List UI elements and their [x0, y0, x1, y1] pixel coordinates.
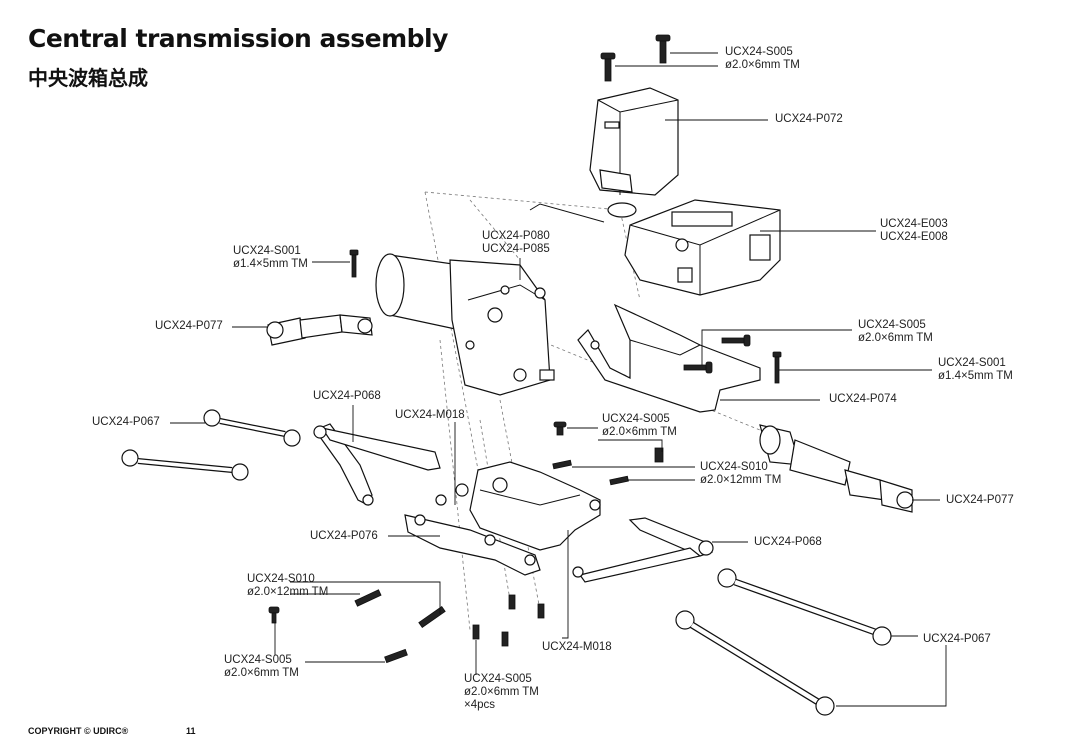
page-title: Central transmission assembly: [28, 24, 448, 53]
links-p067-right: [675, 568, 892, 716]
label-p067-left: UCX24-P067: [92, 416, 160, 428]
screws-bottom-left: [268, 589, 446, 664]
servo-mount-p074: [577, 303, 761, 413]
servo-p072: [529, 87, 679, 223]
label-p076: UCX24-P076: [310, 530, 378, 542]
screw-s001-left: [349, 249, 359, 278]
label-m018-bottom: UCX24-M018: [542, 641, 612, 653]
screw-s005-top: [600, 34, 671, 82]
chassis-p076: [404, 461, 601, 576]
arm-p068-right: [572, 517, 714, 583]
label-p077-right: UCX24-P077: [946, 494, 1014, 506]
page-subtitle: 中央波箱总成: [28, 66, 148, 90]
label-p077-left: UCX24-P077: [155, 320, 223, 332]
esc-e003: [624, 199, 781, 296]
motor-gearbox-p080: [375, 253, 555, 396]
links-p067-left: [121, 409, 301, 481]
arm-p068-top: [313, 423, 441, 506]
label-p074: UCX24-P074: [829, 393, 897, 405]
label-p067-right: UCX24-P067: [923, 633, 991, 645]
label-p072: UCX24-P072: [775, 113, 843, 125]
driveshaft-p077-left: [266, 314, 373, 346]
label-p068-top: UCX24-P068: [313, 390, 381, 402]
driveshaft-p077-right: [759, 424, 914, 513]
screws-s005-s001-right: [683, 334, 782, 384]
screws-bottom-x4: [472, 594, 545, 647]
label-m018-top: UCX24-M018: [395, 409, 465, 421]
page-number: 11: [186, 726, 196, 736]
leader-lines: [170, 52, 947, 707]
screws-s005-s010-center: [552, 421, 664, 486]
label-p068-right: UCX24-P068: [754, 536, 822, 548]
copyright-text: COPYRIGHT © UDIRC®: [28, 726, 129, 736]
